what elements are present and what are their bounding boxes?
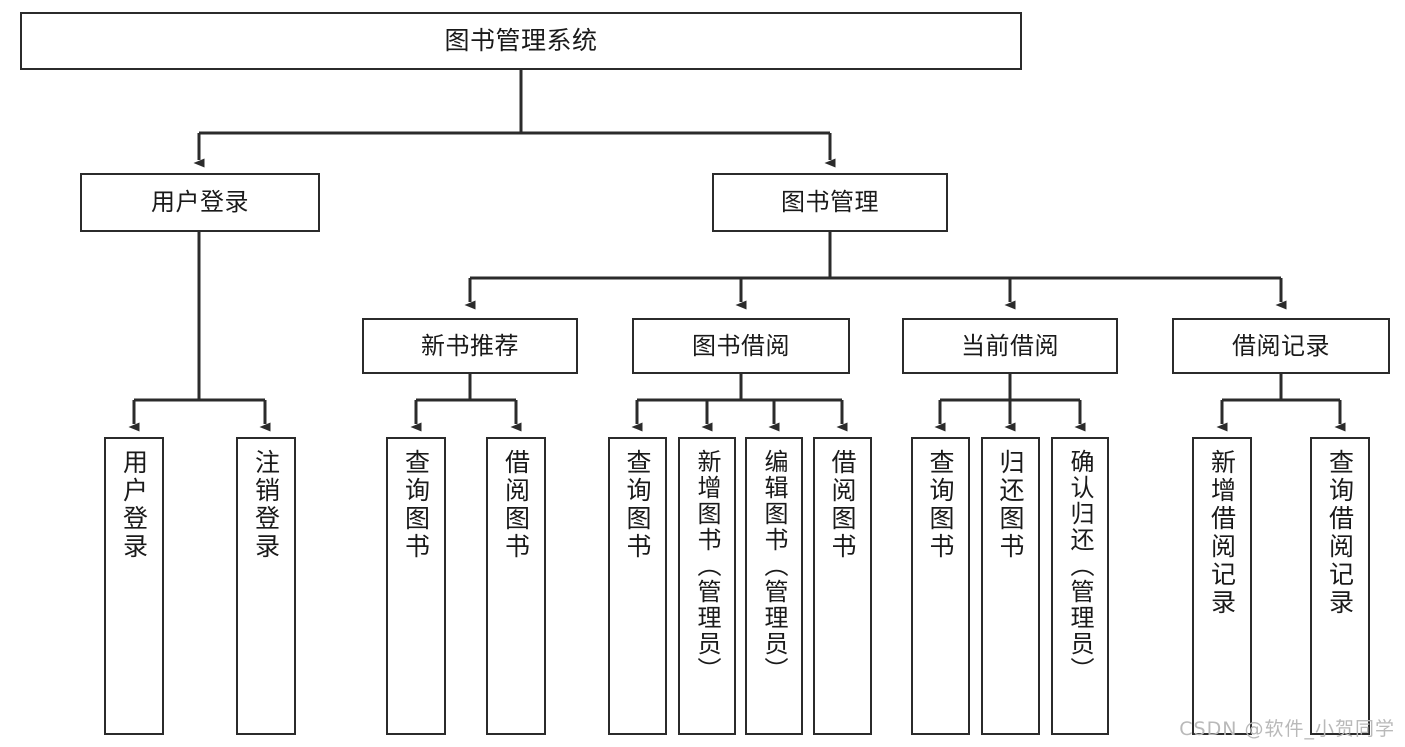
node-label: 查询借阅记录 (1325, 449, 1355, 617)
node-label: 图书管理系统 (444, 26, 598, 55)
node-label: 用户登录 (151, 188, 249, 217)
node-label: 编辑图书（管理员） (760, 449, 788, 683)
leaf-return-book[interactable]: 归还图书 (981, 437, 1040, 735)
csdn-watermark: CSDN @软件_小贺同学 (1179, 718, 1395, 740)
leaf-user-login[interactable]: 用户登录 (104, 437, 164, 735)
node-label: 注销登录 (251, 449, 281, 561)
node-current-borrow[interactable]: 当前借阅 (902, 318, 1118, 374)
node-book-management[interactable]: 图书管理 (712, 173, 948, 232)
node-label: 借阅记录 (1232, 331, 1330, 360)
node-new-book-recommend[interactable]: 新书推荐 (362, 318, 578, 374)
node-label: 新增借阅记录 (1207, 449, 1237, 617)
leaf-query-book-borrow[interactable]: 查询图书 (608, 437, 667, 735)
node-label: 查询图书 (623, 449, 652, 561)
node-label: 确认归还（管理员） (1066, 449, 1094, 683)
leaf-add-book-admin[interactable]: 新增图书（管理员） (678, 437, 736, 735)
leaf-query-book-recommend[interactable]: 查询图书 (386, 437, 446, 735)
node-label: 查询图书 (401, 449, 431, 561)
leaf-confirm-return-admin[interactable]: 确认归还（管理员） (1051, 437, 1109, 735)
node-label: 图书管理 (781, 188, 879, 217)
node-label: 借阅图书 (828, 449, 857, 561)
leaf-query-borrow-record[interactable]: 查询借阅记录 (1310, 437, 1370, 735)
leaf-logout[interactable]: 注销登录 (236, 437, 296, 735)
node-user-login[interactable]: 用户登录 (80, 173, 320, 232)
node-label: 查询图书 (926, 449, 955, 561)
node-root-system[interactable]: 图书管理系统 (20, 12, 1022, 70)
leaf-edit-book-admin[interactable]: 编辑图书（管理员） (745, 437, 803, 735)
node-book-borrow[interactable]: 图书借阅 (632, 318, 850, 374)
node-label: 借阅图书 (501, 449, 531, 561)
node-label: 当前借阅 (961, 331, 1059, 360)
node-label: 新增图书（管理员） (693, 449, 721, 683)
leaf-borrow-book[interactable]: 借阅图书 (813, 437, 872, 735)
leaf-borrow-book-recommend[interactable]: 借阅图书 (486, 437, 546, 735)
leaf-query-book-current[interactable]: 查询图书 (911, 437, 970, 735)
node-label: 归还图书 (996, 449, 1025, 561)
node-label: 图书借阅 (692, 331, 790, 360)
leaf-add-borrow-record[interactable]: 新增借阅记录 (1192, 437, 1252, 735)
node-borrow-record[interactable]: 借阅记录 (1172, 318, 1390, 374)
node-label: 新书推荐 (421, 331, 519, 360)
node-label: 用户登录 (119, 449, 149, 561)
